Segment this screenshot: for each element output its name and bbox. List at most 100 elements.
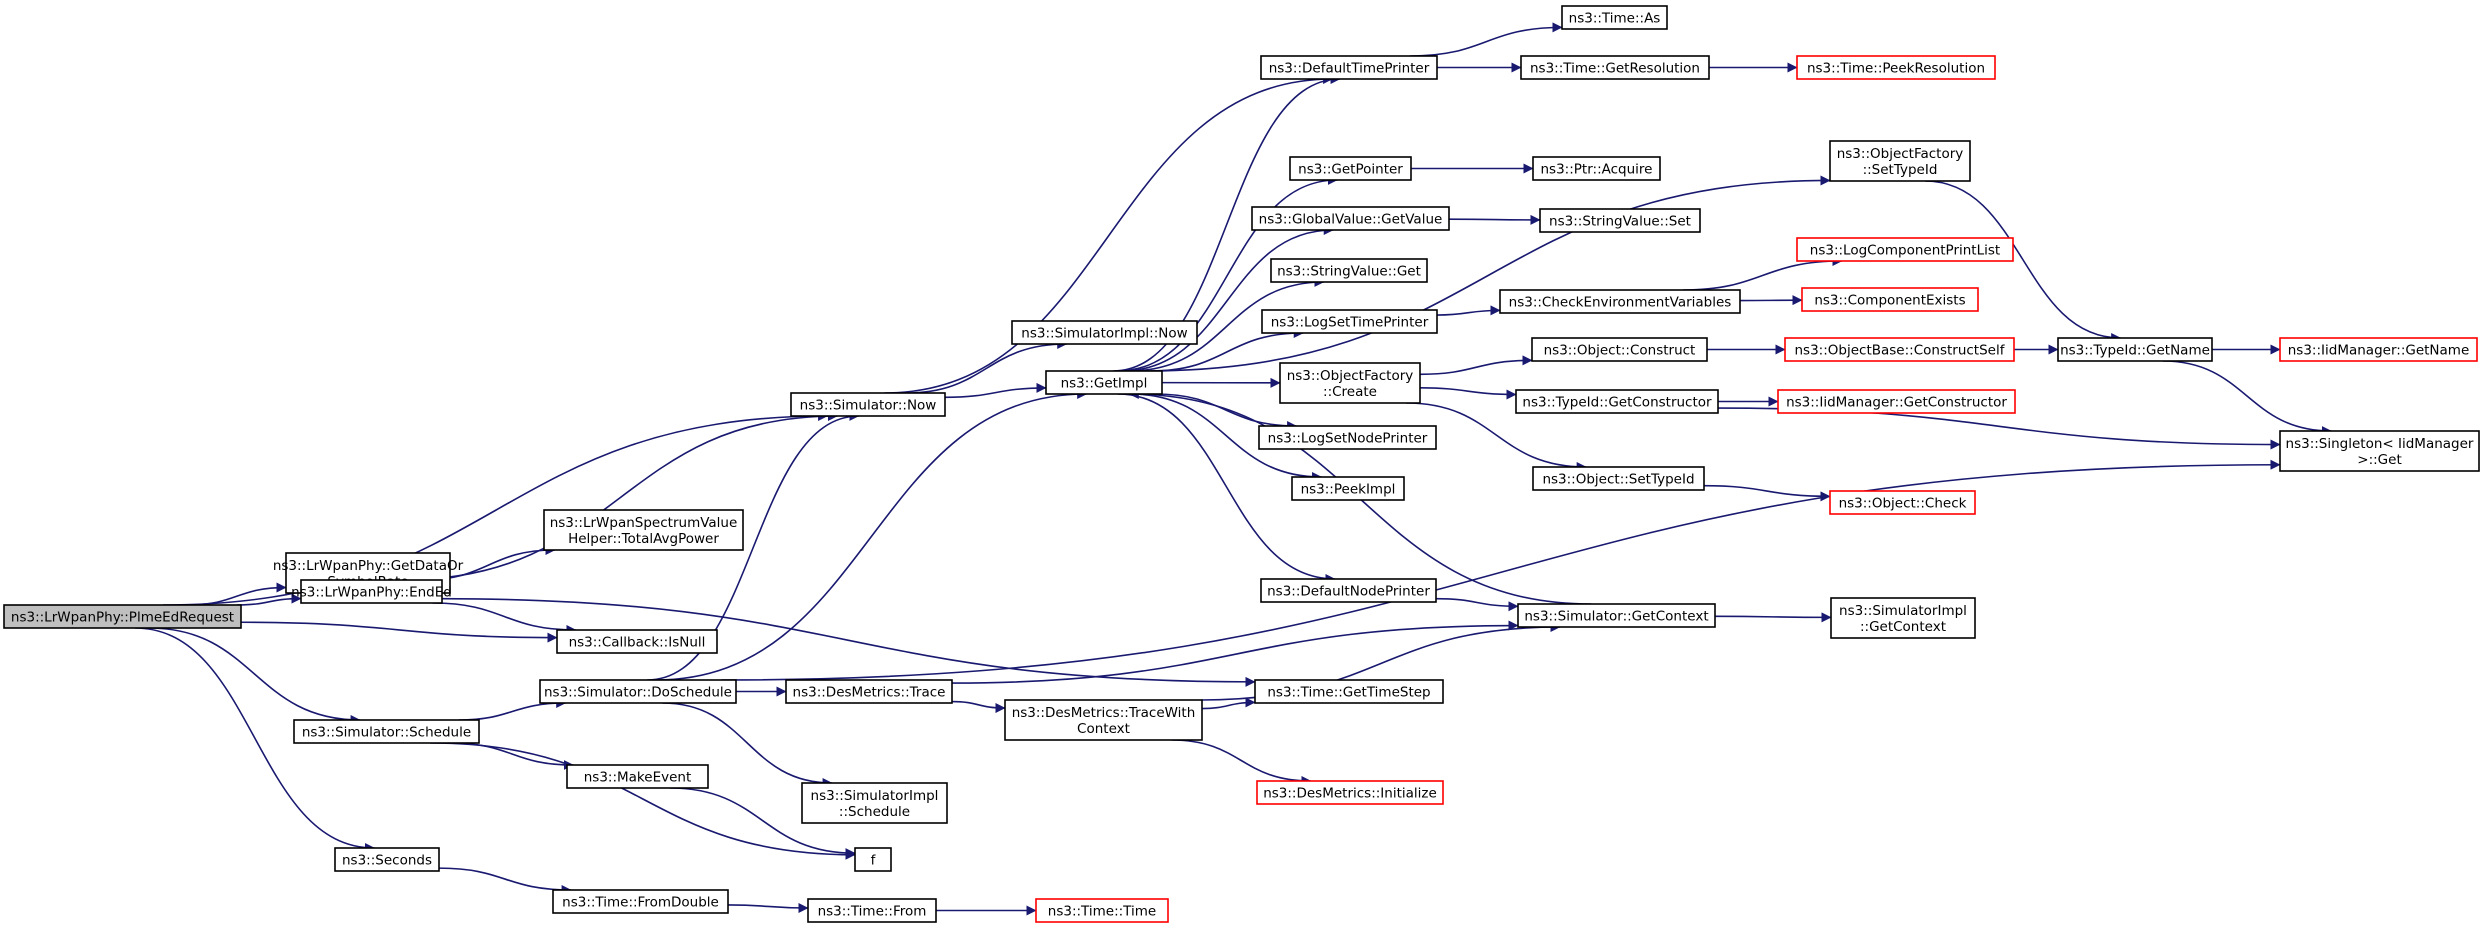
graph-node-seconds[interactable]: ns3::Seconds (334, 847, 440, 872)
edge-getimpl-to-ofsettypeid (1145, 175, 1831, 372)
graph-node-peekimpl[interactable]: ns3::PeekImpl (1291, 476, 1405, 501)
node-label: >::Get (2357, 452, 2401, 468)
graph-node-doschedule[interactable]: ns3::Simulator::DoSchedule (539, 679, 737, 704)
graph-node-typeidgetname[interactable]: ns3::TypeId::GetName (2057, 337, 2213, 362)
graph-node-schedule[interactable]: ns3::Simulator::Schedule (293, 719, 480, 744)
edge-makeevent-to-f (670, 787, 856, 859)
graph-node-f[interactable]: f (854, 847, 892, 872)
graph-node-timeas[interactable]: ns3::Time::As (1561, 5, 1668, 30)
node-box (785, 679, 953, 704)
edge-globalvalue-to-stringvalueset (1448, 214, 1541, 225)
node-label: ns3::Time::FromDouble (562, 895, 719, 911)
node-label: ns3::Seconds (342, 853, 432, 869)
graph-node-makeevent[interactable]: ns3::MakeEvent (566, 764, 709, 789)
graph-node-ofsettypeid[interactable]: ns3::ObjectFactory::SetTypeId (1829, 140, 1971, 182)
graph-node-constructself[interactable]: ns3::ObjectBase::ConstructSelf (1784, 337, 2015, 362)
node-box (1035, 898, 1169, 923)
graph-node-getresolution[interactable]: ns3::Time::GetResolution (1520, 55, 1710, 80)
graph-node-compexists[interactable]: ns3::ComponentExists (1801, 287, 1979, 312)
node-label: ns3::SimulatorImpl (811, 788, 939, 804)
graph-node-totalavg[interactable]: ns3::LrWpanSpectrumValueHelper::TotalAvg… (543, 509, 744, 551)
node-label: ns3::Simulator::Now (800, 398, 937, 414)
edge-root-to-now (162, 411, 829, 606)
graph-node-now[interactable]: ns3::Simulator::Now (790, 392, 946, 417)
node-box (1829, 490, 1976, 515)
node-label: ns3::SimulatorImpl (1839, 603, 1967, 619)
graph-node-stringvalueget[interactable]: ns3::StringValue::Get (1270, 258, 1428, 283)
node-box (1517, 603, 1716, 628)
edge-getimpl-to-stringvalueget (1129, 277, 1325, 372)
graph-node-objsettypeid[interactable]: ns3::Object::SetTypeId (1532, 466, 1705, 491)
graph-node-simimplschedule[interactable]: ns3::SimulatorImpl::Schedule (801, 782, 948, 824)
edge-checkenv-to-logcomplist (1683, 256, 1843, 291)
node-box (790, 392, 946, 417)
node-box (801, 782, 948, 824)
graph-node-fromdouble[interactable]: ns3::Time::FromDouble (552, 889, 729, 914)
graph-node-time[interactable]: ns3::Time::Time (1035, 898, 1169, 923)
graph-node-logsetnodeprinter[interactable]: ns3::LogSetNodePrinter (1258, 425, 1437, 450)
graph-node-ofcreate[interactable]: ns3::ObjectFactory::Create (1279, 362, 1421, 404)
node-box (539, 679, 737, 704)
graph-node-checkenv[interactable]: ns3::CheckEnvironmentVariables (1499, 289, 1741, 314)
node-box (1251, 206, 1450, 231)
graph-node-objconstruct[interactable]: ns3::Object::Construct (1531, 337, 1708, 362)
graph-node-stringvalueset[interactable]: ns3::StringValue::Set (1539, 208, 1701, 233)
node-label: ns3::LogComponentPrintList (1810, 243, 2000, 259)
graph-node-desinit[interactable]: ns3::DesMetrics::Initialize (1256, 780, 1444, 805)
node-label: ns3::LrWpanPhy::PlmeEdRequest (11, 610, 234, 626)
graph-node-logcomplist[interactable]: ns3::LogComponentPrintList (1796, 237, 2014, 262)
graph-node-getpointer[interactable]: ns3::GetPointer (1289, 156, 1412, 181)
node-label: ns3::Simulator::Schedule (302, 725, 471, 741)
graph-node-logsettimeprinter[interactable]: ns3::LogSetTimePrinter (1261, 309, 1438, 334)
node-box (1260, 578, 1437, 603)
edge-schedule-to-f (430, 742, 856, 860)
edge-ended-to-now (402, 411, 838, 581)
graph-node-getimpl[interactable]: ns3::GetImpl (1045, 370, 1163, 395)
node-label: ::SetTypeId (1863, 162, 1938, 178)
node-label: ns3::TypeId::GetName (2060, 343, 2210, 359)
node-box (1796, 237, 2014, 262)
edge-getimpl-to-peekimpl (1130, 393, 1323, 482)
node-label: ns3::StringValue::Set (1549, 214, 1691, 230)
graph-node-from[interactable]: ns3::Time::From (807, 898, 937, 923)
node-box (1270, 258, 1428, 283)
graph-node-ended[interactable]: ns3::LrWpanPhy::EndEd (291, 579, 452, 604)
graph-node-defaulttimeprinter[interactable]: ns3::DefaultTimePrinter (1260, 55, 1438, 80)
graph-node-typeidgetctor[interactable]: ns3::TypeId::GetConstructor (1515, 389, 1719, 414)
node-label: ns3::DesMetrics::TraceWith (1012, 705, 1196, 721)
node-box (1520, 55, 1710, 80)
graph-node-singleton[interactable]: ns3::Singleton< IidManager>::Get (2279, 430, 2480, 472)
graph-node-getcontext[interactable]: ns3::Simulator::GetContext (1517, 603, 1716, 628)
graph-node-peekresolution[interactable]: ns3::Time::PeekResolution (1796, 55, 1996, 80)
graph-node-objcheck[interactable]: ns3::Object::Check (1829, 490, 1976, 515)
edge-ofcreate-to-objsettypeid (1406, 402, 1587, 472)
graph-node-trace[interactable]: ns3::DesMetrics::Trace (785, 679, 953, 704)
graph-node-iidgetctor[interactable]: ns3::IidManager::GetConstructor (1777, 389, 2016, 414)
node-box (1515, 389, 1719, 414)
graph-node-simimplnow[interactable]: ns3::SimulatorImpl::Now (1011, 320, 1198, 345)
edge-objsettypeid-to-objcheck (1703, 484, 1831, 502)
graph-node-root[interactable]: ns3::LrWpanPhy::PlmeEdRequest (3, 604, 242, 629)
graph-node-ptracquire[interactable]: ns3::Ptr::Acquire (1532, 156, 1661, 181)
edge-getcontext-to-simimplgetcontext (1714, 612, 1832, 623)
edge-seconds-to-fromdouble (438, 867, 572, 895)
graph-node-isnull[interactable]: ns3::Callback::IsNull (556, 629, 718, 654)
graph-node-defaultnodeprinter[interactable]: ns3::DefaultNodePrinter (1260, 578, 1437, 603)
node-box (1561, 5, 1668, 30)
edge-root-to-ended (237, 593, 302, 606)
edge-getimpl-to-globalvalue (1121, 225, 1334, 372)
node-box (854, 847, 892, 872)
edge-now-to-defaulttimeprinter (884, 74, 1334, 394)
node-label: ns3::Simulator::DoSchedule (544, 685, 732, 701)
node-label: ns3::ObjectFactory (1837, 146, 1964, 162)
node-label: ns3::DesMetrics::Initialize (1263, 786, 1437, 802)
node-label: ns3::GetPointer (1298, 162, 1403, 178)
graph-node-gettimestep[interactable]: ns3::Time::GetTimeStep (1254, 679, 1444, 704)
graph-node-simimplgetcontext[interactable]: ns3::SimulatorImpl::GetContext (1830, 597, 1976, 639)
graph-node-iidgetname[interactable]: ns3::IidManager::GetName (2279, 337, 2478, 362)
node-box (1256, 780, 1444, 805)
node-label: ns3::LrWpanSpectrumValue (550, 515, 738, 531)
graph-node-globalvalue[interactable]: ns3::GlobalValue::GetValue (1251, 206, 1450, 231)
node-box (556, 629, 718, 654)
